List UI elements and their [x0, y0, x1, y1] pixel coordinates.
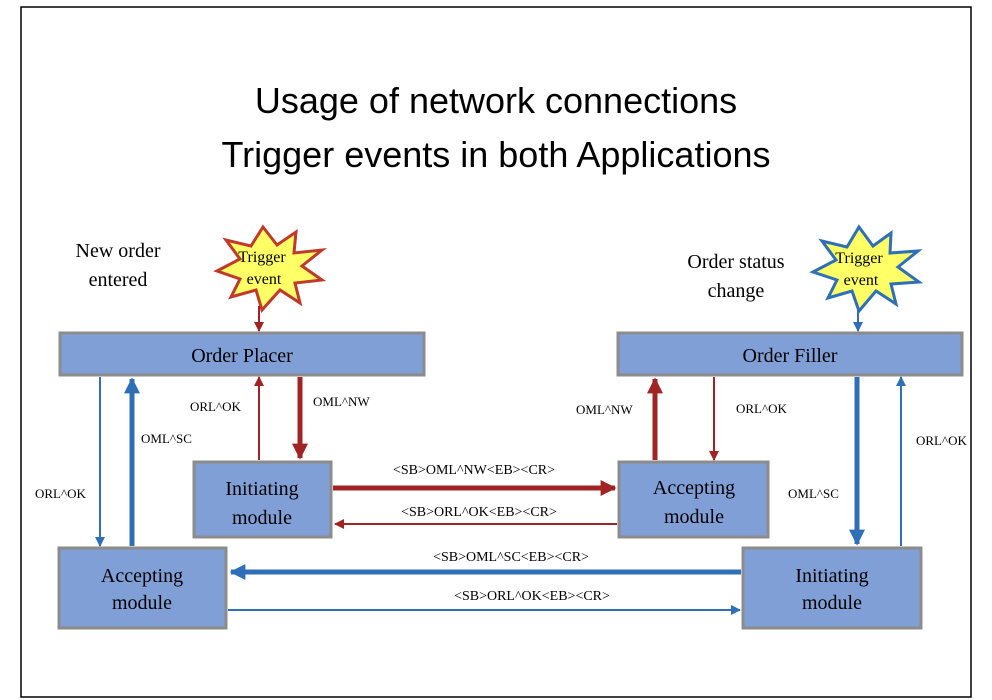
order-filler-box [616, 331, 964, 377]
label-filler-orl-ok-right: ORL^OK [916, 433, 967, 448]
order-filler-label: Order Filler [743, 345, 838, 367]
trigger-event-label-left-2: event [247, 271, 282, 288]
trigger-event-star-right [809, 224, 924, 314]
label-filler-orl-ok-mid: ORL^OK [736, 401, 787, 416]
label-msg-oml-nw: <SB>OML^NW<EB><CR> [393, 463, 555, 478]
label-placer-oml-nw: OML^NW [313, 394, 370, 409]
accepting-right-line-1: Accepting [653, 477, 735, 499]
label-placer-oml-sc: OML^SC [141, 431, 192, 446]
label-filler-oml-sc: OML^SC [788, 486, 839, 501]
initiating-right-line-2: module [802, 592, 862, 614]
initiating-module-right [741, 546, 923, 630]
initiating-left-line-1: Initiating [225, 478, 298, 500]
label-placer-orl-ok-left: ORL^OK [35, 486, 86, 501]
accepting-left-line-1: Accepting [101, 565, 183, 587]
order-placer-box [58, 331, 426, 377]
initiating-left-line-2: module [232, 507, 292, 529]
status-change-text-line-2: change [708, 280, 765, 302]
label-filler-oml-nw: OML^NW [576, 402, 633, 417]
label-msg-orl-ok-top: <SB>ORL^OK<EB><CR> [401, 505, 557, 520]
trigger-event-star-left [213, 224, 327, 313]
new-order-text-line-1: New order [76, 240, 161, 262]
initiating-right-line-1: Initiating [795, 565, 868, 587]
title-line-2: Trigger events in both Applications [222, 134, 771, 175]
accepting-left-line-2: module [112, 592, 172, 614]
label-msg-orl-ok-bottom: <SB>ORL^OK<EB><CR> [454, 589, 610, 604]
label-placer-orl-ok-mid: ORL^OK [190, 399, 241, 414]
new-order-text-line-2: entered [89, 269, 148, 291]
label-msg-oml-sc: <SB>OML^SC<EB><CR> [433, 550, 589, 565]
accepting-module-left [57, 546, 228, 630]
title-line-1: Usage of network connections [255, 80, 737, 121]
accepting-module-right [617, 460, 770, 539]
initiating-module-left [192, 460, 333, 539]
status-change-text-line-1: Order status [687, 251, 784, 273]
order-placer-label: Order Placer [191, 345, 293, 367]
trigger-event-label-left-1: Trigger [238, 249, 286, 266]
accepting-right-line-2: module [664, 506, 724, 528]
trigger-event-label-right-2: event [844, 272, 879, 289]
trigger-event-label-right-1: Trigger [835, 250, 883, 267]
